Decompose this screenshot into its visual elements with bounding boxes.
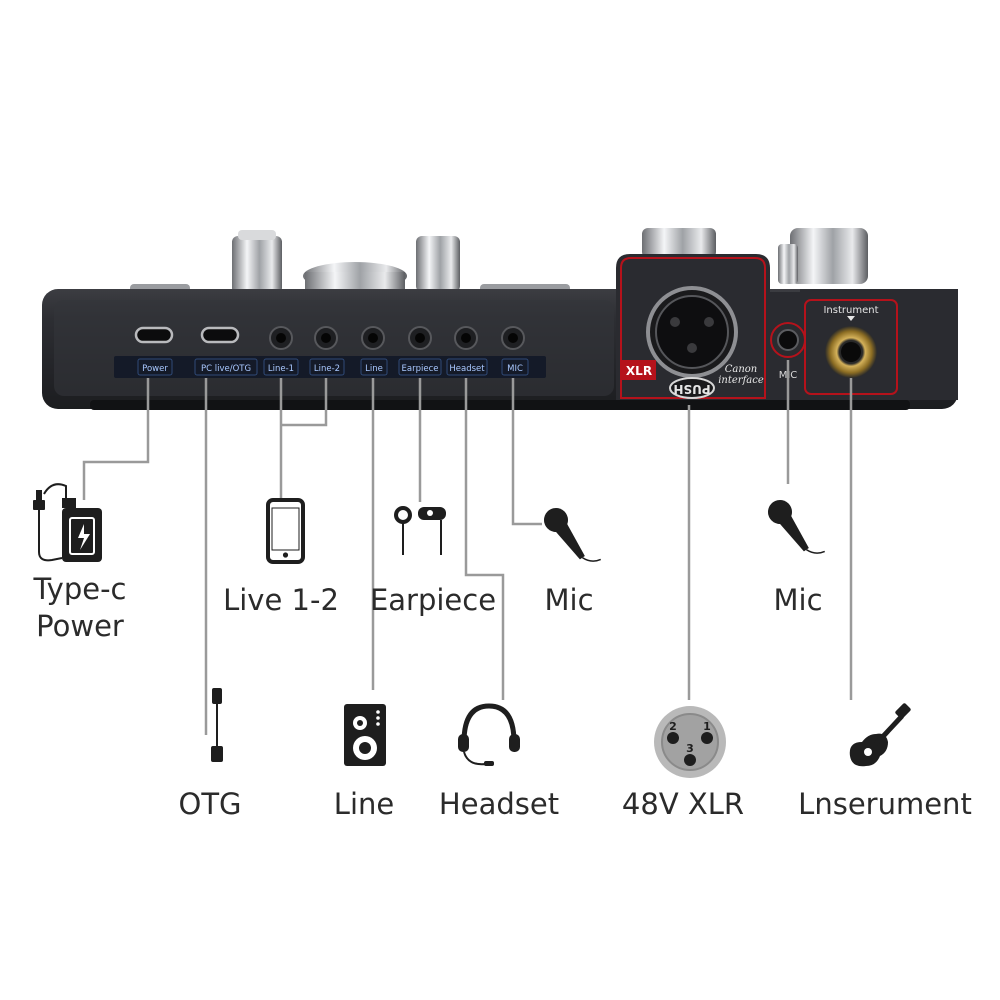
push-button[interactable] [669,377,715,399]
xlr-badge-label: XLR [626,364,652,378]
port-label-box [501,358,529,376]
line-live2 [281,378,328,427]
port-label: Line-1 [268,364,294,374]
xlr-socket[interactable]: PUSH [646,286,738,399]
callout-otg: OTG [178,787,242,821]
port-label-strip [114,356,546,378]
port-label: Line-2 [314,364,340,374]
usb-c-port[interactable] [134,326,174,344]
guitar-icon [849,703,911,767]
line-headset [464,378,505,700]
callout-earpiece: Earpiece [369,583,497,617]
xlr-connector-icon: 2 1 3 [654,706,726,778]
instrument-jack[interactable] [825,326,877,378]
port-label: Headset [449,364,485,374]
callout-type-c-power: Type-c Power [30,572,130,644]
phone-icon [266,498,305,564]
port-label-box [398,358,442,376]
connector-lines [82,360,853,735]
port-label-box [446,358,488,376]
power-bank-icon [33,483,102,562]
port-labels: Power PC live/OTG Line-1 Line-2 Line Earpiece… [137,358,529,376]
microphone-icon-right [768,500,826,554]
callout-type-c-line1: Type-c [33,572,127,606]
instrument-label: Instrument [823,305,878,316]
canon-label-1: Canon [725,364,758,375]
port-label: Power [142,364,168,374]
line-power [82,378,150,500]
callout-mic-left: Mic [544,583,594,617]
speaker-icon [344,704,386,766]
port-label: PC live/OTG [201,364,251,374]
port-label: Earpiece [402,364,439,374]
callout-live: Live 1-2 [223,583,339,617]
knob-1[interactable] [232,236,282,294]
usb-c-port[interactable] [200,326,240,344]
callout-type-c-line2: Power [36,608,124,643]
xlr-pin-1: 1 [703,720,711,733]
headset-icon [458,703,520,766]
audio-jack-hole [461,333,471,343]
callout-headset: Headset [438,787,560,821]
canon-label-2: interface [718,375,764,386]
push-label: PUSH [673,382,710,396]
audio-jack-hole [276,333,286,343]
audio-jack-hole [368,333,378,343]
audio-jack-hole [321,333,331,343]
ports [134,326,525,350]
microphone-icon-left [544,508,602,562]
port-label-box [263,358,299,376]
line-mic-left [511,378,542,526]
xlr-badge [622,360,656,380]
xlr-pin-3: 3 [686,742,694,755]
audio-jack-hole [508,333,518,343]
port-label: Line [365,364,383,374]
port-label-box [137,358,173,376]
knob-3[interactable] [416,236,460,292]
port-label: MIC [507,364,523,374]
knob-5[interactable] [790,228,868,284]
knob-4[interactable] [642,228,716,258]
port-label-box [194,358,258,376]
audio-jack-hole [415,333,425,343]
callout-line: Line [333,787,395,821]
audio-interface-device: Power PC live/OTG Line-1 Line-2 Line Earpiece… [42,228,958,410]
port-label-box [309,358,345,376]
callout-mic-right: Mic [773,583,823,617]
mic-jack-right[interactable] [770,322,806,358]
callout-48v-xlr: 48V XLR [621,787,745,821]
port-label-box [360,358,388,376]
otg-cable-icon [211,688,223,762]
callout-instrument: Lnserument [798,787,972,821]
earphones-icon [394,506,446,555]
xlr-pin-2: 2 [669,720,677,733]
